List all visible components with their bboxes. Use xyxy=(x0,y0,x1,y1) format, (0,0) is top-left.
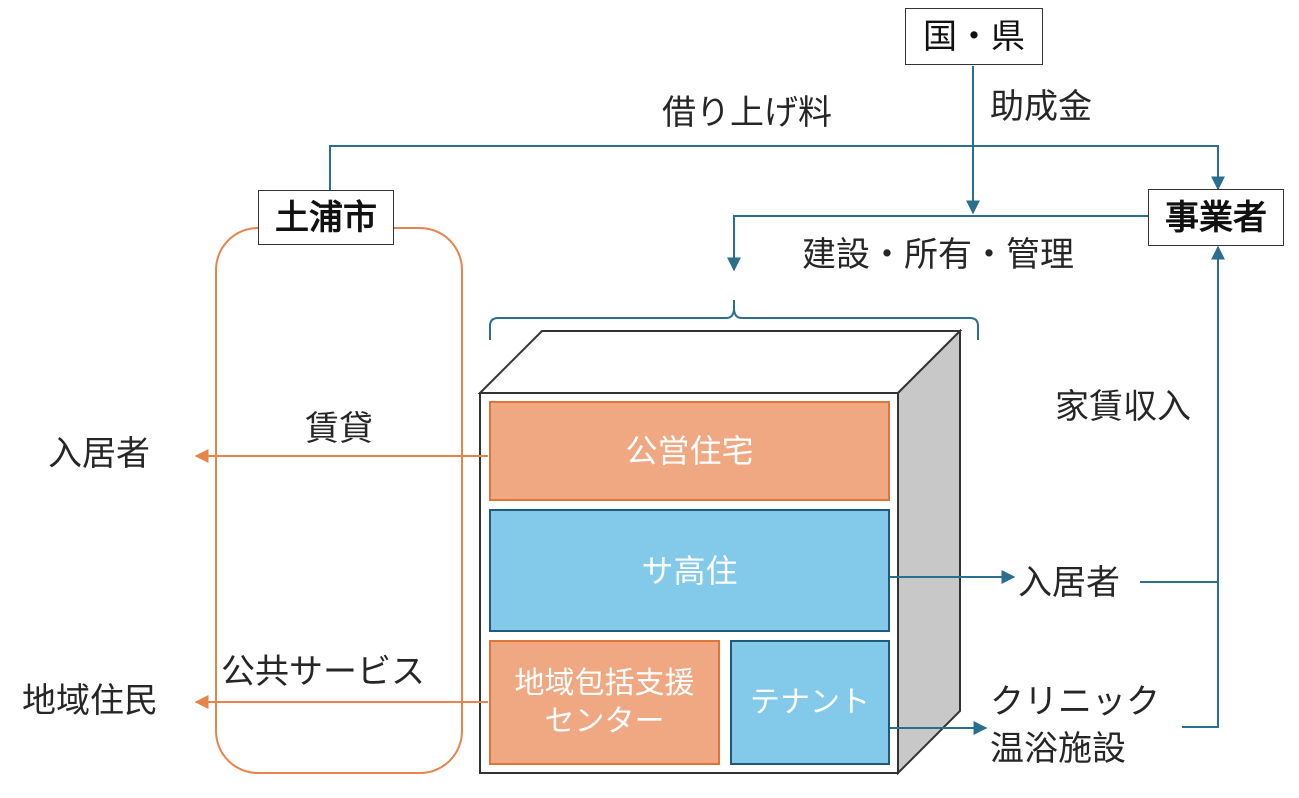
chiiki-houkatsu-cell: 地域包括支援 センター xyxy=(489,640,720,765)
nyukyosha-left-label: 入居者 xyxy=(48,434,150,474)
building-brace xyxy=(489,300,979,340)
tsuchiura-label: 土浦市 xyxy=(275,197,377,238)
kariage-arrow xyxy=(329,145,1225,191)
yachin-label: 家賃収入 xyxy=(1055,387,1191,427)
clinic-label-1: クリニック xyxy=(990,682,1160,722)
chiiki-jumin-label: 地域住民 xyxy=(22,681,158,721)
kensetsu-arrow xyxy=(727,215,1148,272)
chiiki-houkatsu-label-1: 地域包括支援 xyxy=(514,666,695,701)
sakoju-cell: サ高住 xyxy=(489,509,890,632)
building-side-face xyxy=(897,328,961,776)
tenant-cell: テナント xyxy=(730,640,890,765)
yachin-line-clinic xyxy=(1182,582,1219,728)
koei-jutaku-label: 公営住宅 xyxy=(625,432,754,470)
koei-jutaku-cell: 公営住宅 xyxy=(489,401,890,501)
jigyousha-label: 事業者 xyxy=(1165,197,1267,238)
kuni-ken-label: 国・県 xyxy=(923,16,1025,57)
kuni-ken-box: 国・県 xyxy=(905,8,1043,65)
josei-label: 助成金 xyxy=(990,87,1092,127)
clinic-label-2: 温浴施設 xyxy=(990,729,1126,769)
jigyousha-box: 事業者 xyxy=(1148,189,1284,246)
building-top-face xyxy=(477,330,963,394)
sakoju-label: サ高住 xyxy=(641,551,738,590)
chintai-label: 賃貸 xyxy=(305,409,373,449)
kensetsu-label: 建設・所有・管理 xyxy=(802,235,1074,275)
kariage-label: 借り上げ料 xyxy=(662,93,832,133)
tsuchiura-box: 土浦市 xyxy=(258,190,394,245)
kokyo-service-label: 公共サービス xyxy=(221,652,425,692)
chiiki-houkatsu-label-2: センター xyxy=(544,703,665,739)
nyukyosha-right-label: 入居者 xyxy=(1018,563,1120,603)
tenant-label: テナント xyxy=(750,684,870,720)
